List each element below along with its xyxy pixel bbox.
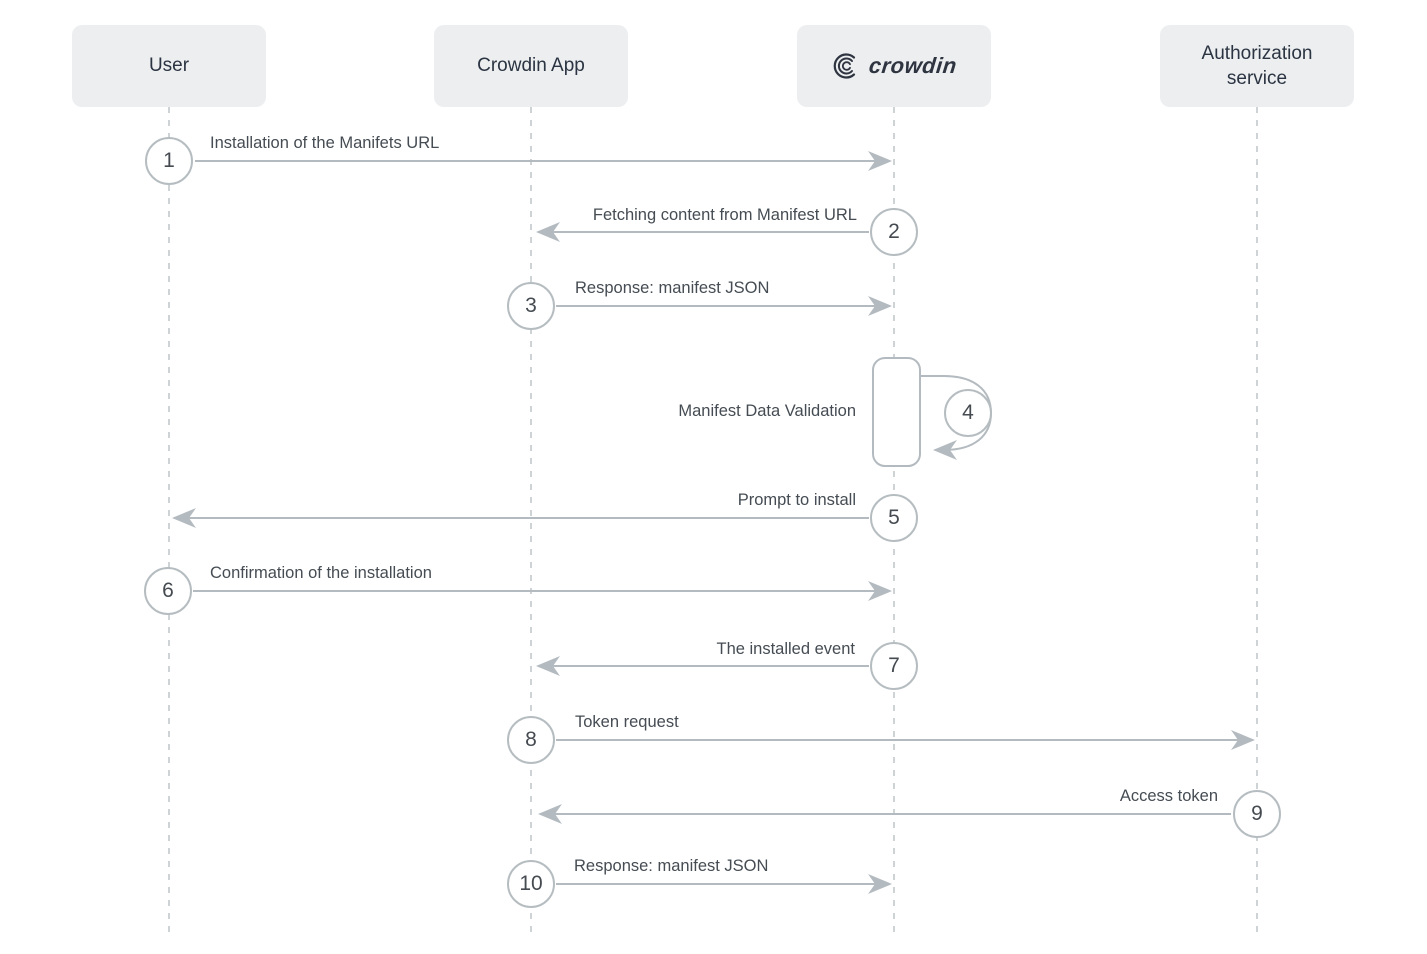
step-circle-5: 5 — [870, 494, 918, 542]
step-circle-8: 8 — [507, 716, 555, 764]
step-circle-9: 9 — [1233, 790, 1281, 838]
activation-box-validation — [872, 357, 921, 467]
step-circle-6: 6 — [144, 567, 192, 615]
lifeline-authorization-service — [1256, 107, 1258, 932]
crowdin-logo: crowdin — [832, 51, 958, 81]
step-circle-7: 7 — [870, 642, 918, 690]
message-label-10: Response: manifest JSON — [574, 857, 769, 875]
actor-user-label: User — [148, 55, 190, 77]
lifeline-crowdin-app — [530, 107, 532, 932]
crowdin-swirl-icon — [833, 53, 855, 79]
actor-crowdin-app-label: Crowdin App — [477, 55, 585, 77]
actor-user: User — [72, 25, 266, 107]
actor-crowdin: crowdin — [797, 25, 991, 107]
message-label-5: Prompt to install — [737, 491, 856, 509]
message-label-8: Token request — [575, 713, 679, 731]
step-circle-3: 3 — [507, 282, 555, 330]
message-label-3: Response: manifest JSON — [575, 279, 770, 297]
actor-crowdin-app: Crowdin App — [434, 25, 628, 107]
step-circle-2: 2 — [870, 208, 918, 256]
message-label-7: The installed event — [716, 640, 855, 658]
step-circle-10: 10 — [507, 860, 555, 908]
message-label-1: Installation of the Manifets URL — [210, 134, 440, 152]
actor-authorization-service-label: Authorization service — [1201, 42, 1313, 89]
message-label-9: Access token — [1119, 787, 1218, 805]
step-circle-4: 4 — [944, 389, 992, 437]
lifeline-user — [168, 107, 170, 932]
actor-authorization-service: Authorization service — [1160, 25, 1354, 107]
message-label-2: Fetching content from Manifest URL — [592, 206, 857, 224]
message-label-6: Confirmation of the installation — [210, 564, 432, 582]
step-circle-1: 1 — [145, 137, 193, 185]
message-label-4: Manifest Data Validation — [678, 402, 856, 420]
